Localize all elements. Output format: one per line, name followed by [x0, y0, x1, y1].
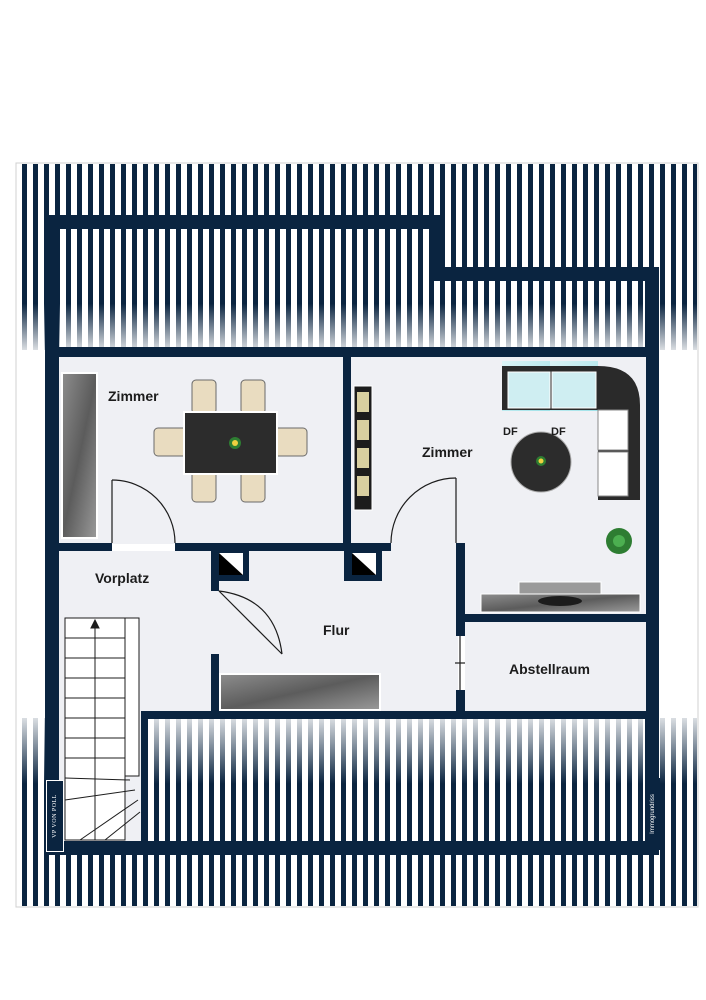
immogrundriss-credit: Immogrundriss: [646, 778, 660, 850]
wall-rooms-top: [45, 347, 659, 357]
von-poll-logo: VP VON POLL: [46, 780, 64, 852]
wall-flur-right-lower: [456, 690, 465, 711]
wall-left: [45, 347, 59, 848]
room-label-zimmer-left: Zimmer: [108, 388, 159, 404]
wall-stair-side: [141, 711, 148, 841]
table-plant-icon: [229, 437, 241, 449]
dining-set: [153, 379, 308, 503]
room-label-vorplatz: Vorplatz: [95, 570, 150, 586]
wall-zimmer-left-bottom-b: [175, 543, 351, 551]
stair-arrow-icon: [90, 618, 100, 629]
coffee-table: [510, 431, 572, 493]
wall-flur-right: [456, 543, 465, 636]
door-abstellraum: [455, 636, 465, 690]
wall-bottom: [141, 711, 659, 719]
wall-zimmer-divider: [343, 357, 351, 551]
plant-pot-icon: [606, 528, 632, 554]
roof-area-top: [17, 164, 697, 350]
chimney-left: [211, 547, 249, 581]
interior-walls: [45, 347, 659, 848]
room-label-zimmer-right: Zimmer: [422, 444, 473, 460]
df-marker-2: DF: [551, 426, 566, 438]
door-zimmer-right: [390, 477, 457, 544]
wall-flur-left-lower: [211, 654, 219, 711]
chimney-right: [344, 547, 382, 581]
tv-sideboard: [480, 581, 641, 613]
door-flur: [218, 590, 283, 655]
wall-right: [646, 347, 659, 848]
corner-sofa: [502, 366, 640, 500]
door-zimmer-left: [111, 479, 176, 544]
staircase: [64, 617, 141, 841]
coffee-table-plant-icon: [536, 456, 546, 466]
wardrobe-zimmer-left: [61, 372, 98, 539]
room-label-flur: Flur: [323, 622, 350, 638]
floor-abstellraum: [465, 622, 646, 711]
bookshelf: [353, 385, 373, 511]
room-label-abstellraum: Abstellraum: [509, 661, 590, 677]
wall-zimmer-left-bottom-a: [59, 543, 112, 551]
df-marker-1: DF: [503, 426, 518, 438]
roof-area-bottom: [17, 718, 697, 906]
flur-cabinet: [219, 673, 381, 711]
wall-abstellraum-top: [456, 614, 659, 622]
